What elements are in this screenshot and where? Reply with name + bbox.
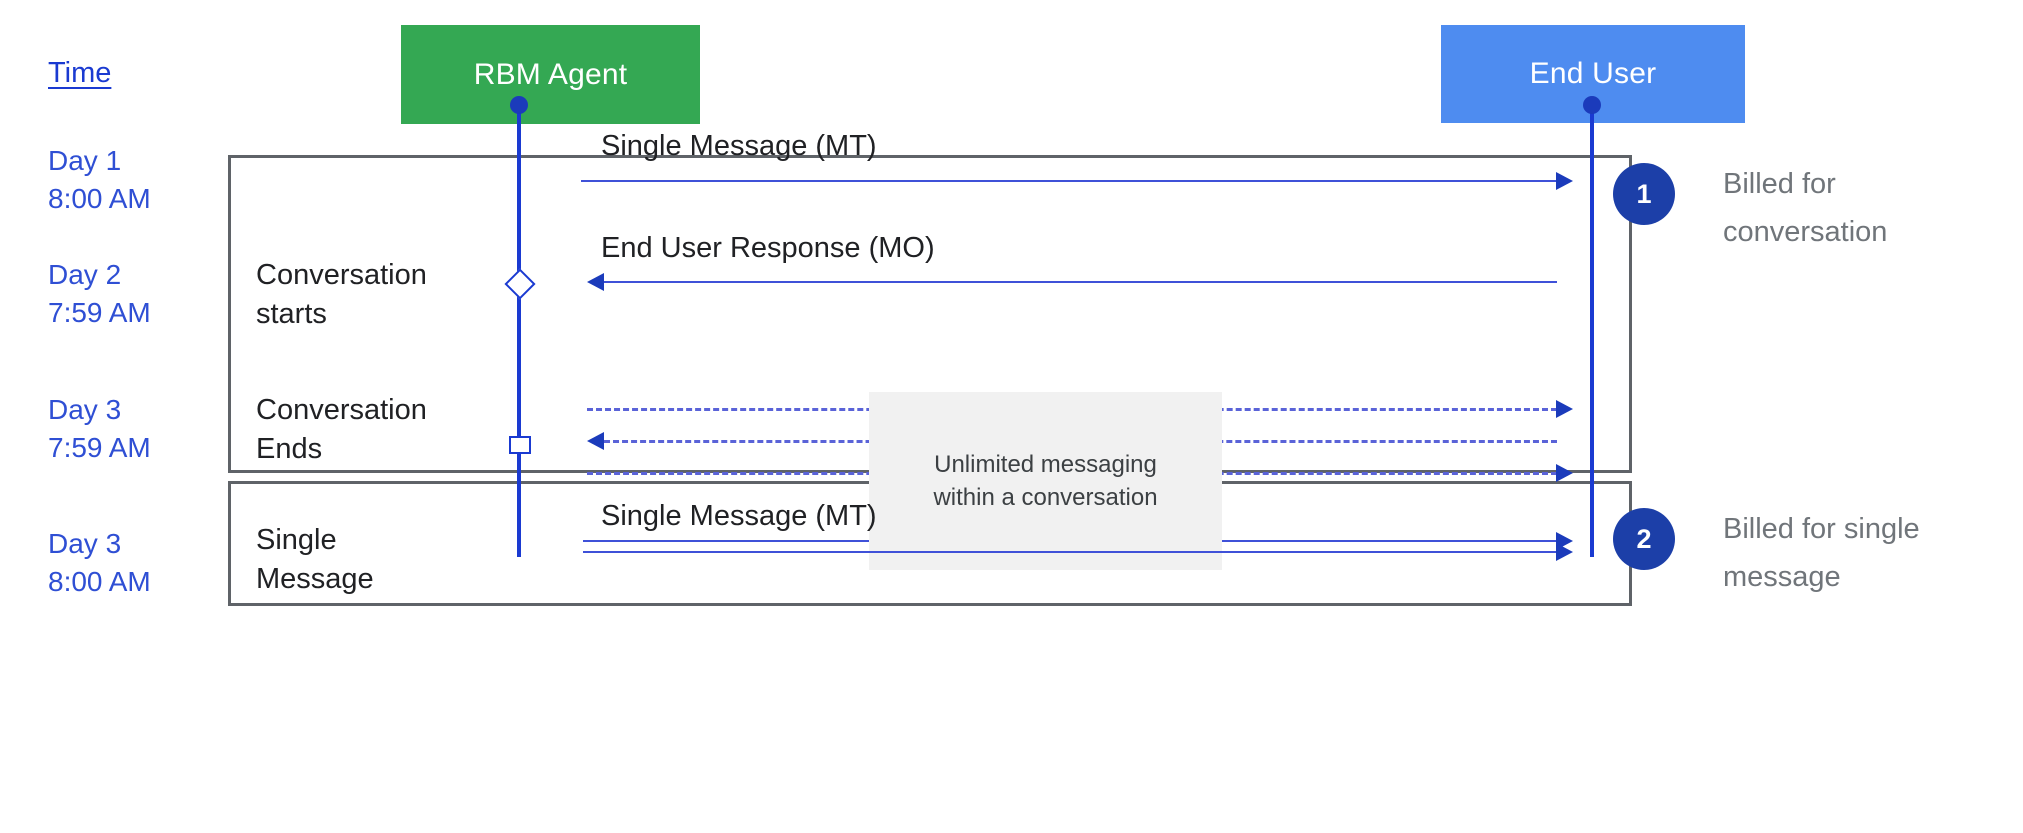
message-arrow-line-end-user-response-mo bbox=[604, 281, 1557, 283]
actor-rbm-agent-label: RBM Agent bbox=[473, 57, 628, 91]
lifeline-end-user bbox=[1590, 103, 1594, 557]
billing-text-conversation: Billed for conversation bbox=[1723, 168, 1888, 248]
time-column-header: Time bbox=[48, 57, 112, 89]
message-arrowhead-left-dashed-2 bbox=[587, 432, 604, 450]
time-stamp-day3-759am: Day 3 7:59 AM bbox=[48, 394, 151, 463]
message-arrowhead-right-single-message-mt-2 bbox=[1556, 543, 1573, 561]
message-arrow-line-single-message-mt-2 bbox=[583, 551, 1557, 553]
billing-badge-1: 1 bbox=[1613, 163, 1675, 225]
actor-end-user-label: End User bbox=[1529, 57, 1657, 90]
time-stamp-day3-8am: Day 3 8:00 AM bbox=[48, 528, 151, 597]
note-unlimited-messaging: Unlimited messaging within a conversatio… bbox=[869, 392, 1222, 570]
conversation-end-square-icon bbox=[509, 436, 531, 454]
note-unlimited-messaging-text: Unlimited messaging within a conversatio… bbox=[933, 451, 1158, 511]
message-arrowhead-right-dashed-3 bbox=[1556, 464, 1573, 482]
lifeline-rbm-agent bbox=[517, 103, 521, 557]
phase-label-single-message: Single Message bbox=[256, 524, 374, 595]
time-stamp-day2-759am: Day 2 7:59 AM bbox=[48, 259, 151, 328]
phase-label-conversation-starts: Conversation starts bbox=[256, 259, 427, 330]
message-arrowhead-right-single-message-mt-1 bbox=[1556, 172, 1573, 190]
message-arrowhead-left-end-user-response-mo bbox=[587, 273, 604, 291]
actor-rbm-agent: RBM Agent bbox=[401, 25, 700, 124]
message-label-end-user-response-mo: End User Response (MO) bbox=[601, 232, 935, 264]
billing-badge-2: 2 bbox=[1613, 508, 1675, 570]
message-arrowhead-right-dashed-1 bbox=[1556, 400, 1573, 418]
message-label-single-message-mt-1: Single Message (MT) bbox=[601, 130, 877, 162]
billing-badge-1-number: 1 bbox=[1636, 178, 1652, 209]
phase-label-conversation-ends: Conversation Ends bbox=[256, 394, 427, 465]
billing-text-single-message: Billed for single message bbox=[1723, 513, 1920, 593]
message-arrow-line-single-message-mt-1 bbox=[581, 180, 1557, 182]
lifeline-head-dot-end-user bbox=[1583, 96, 1601, 114]
billing-badge-2-number: 2 bbox=[1636, 523, 1652, 554]
message-label-single-message-mt-2: Single Message (MT) bbox=[601, 500, 877, 532]
lifeline-head-dot-rbm-agent bbox=[510, 96, 528, 114]
time-stamp-day1-8am: Day 1 8:00 AM bbox=[48, 145, 151, 214]
